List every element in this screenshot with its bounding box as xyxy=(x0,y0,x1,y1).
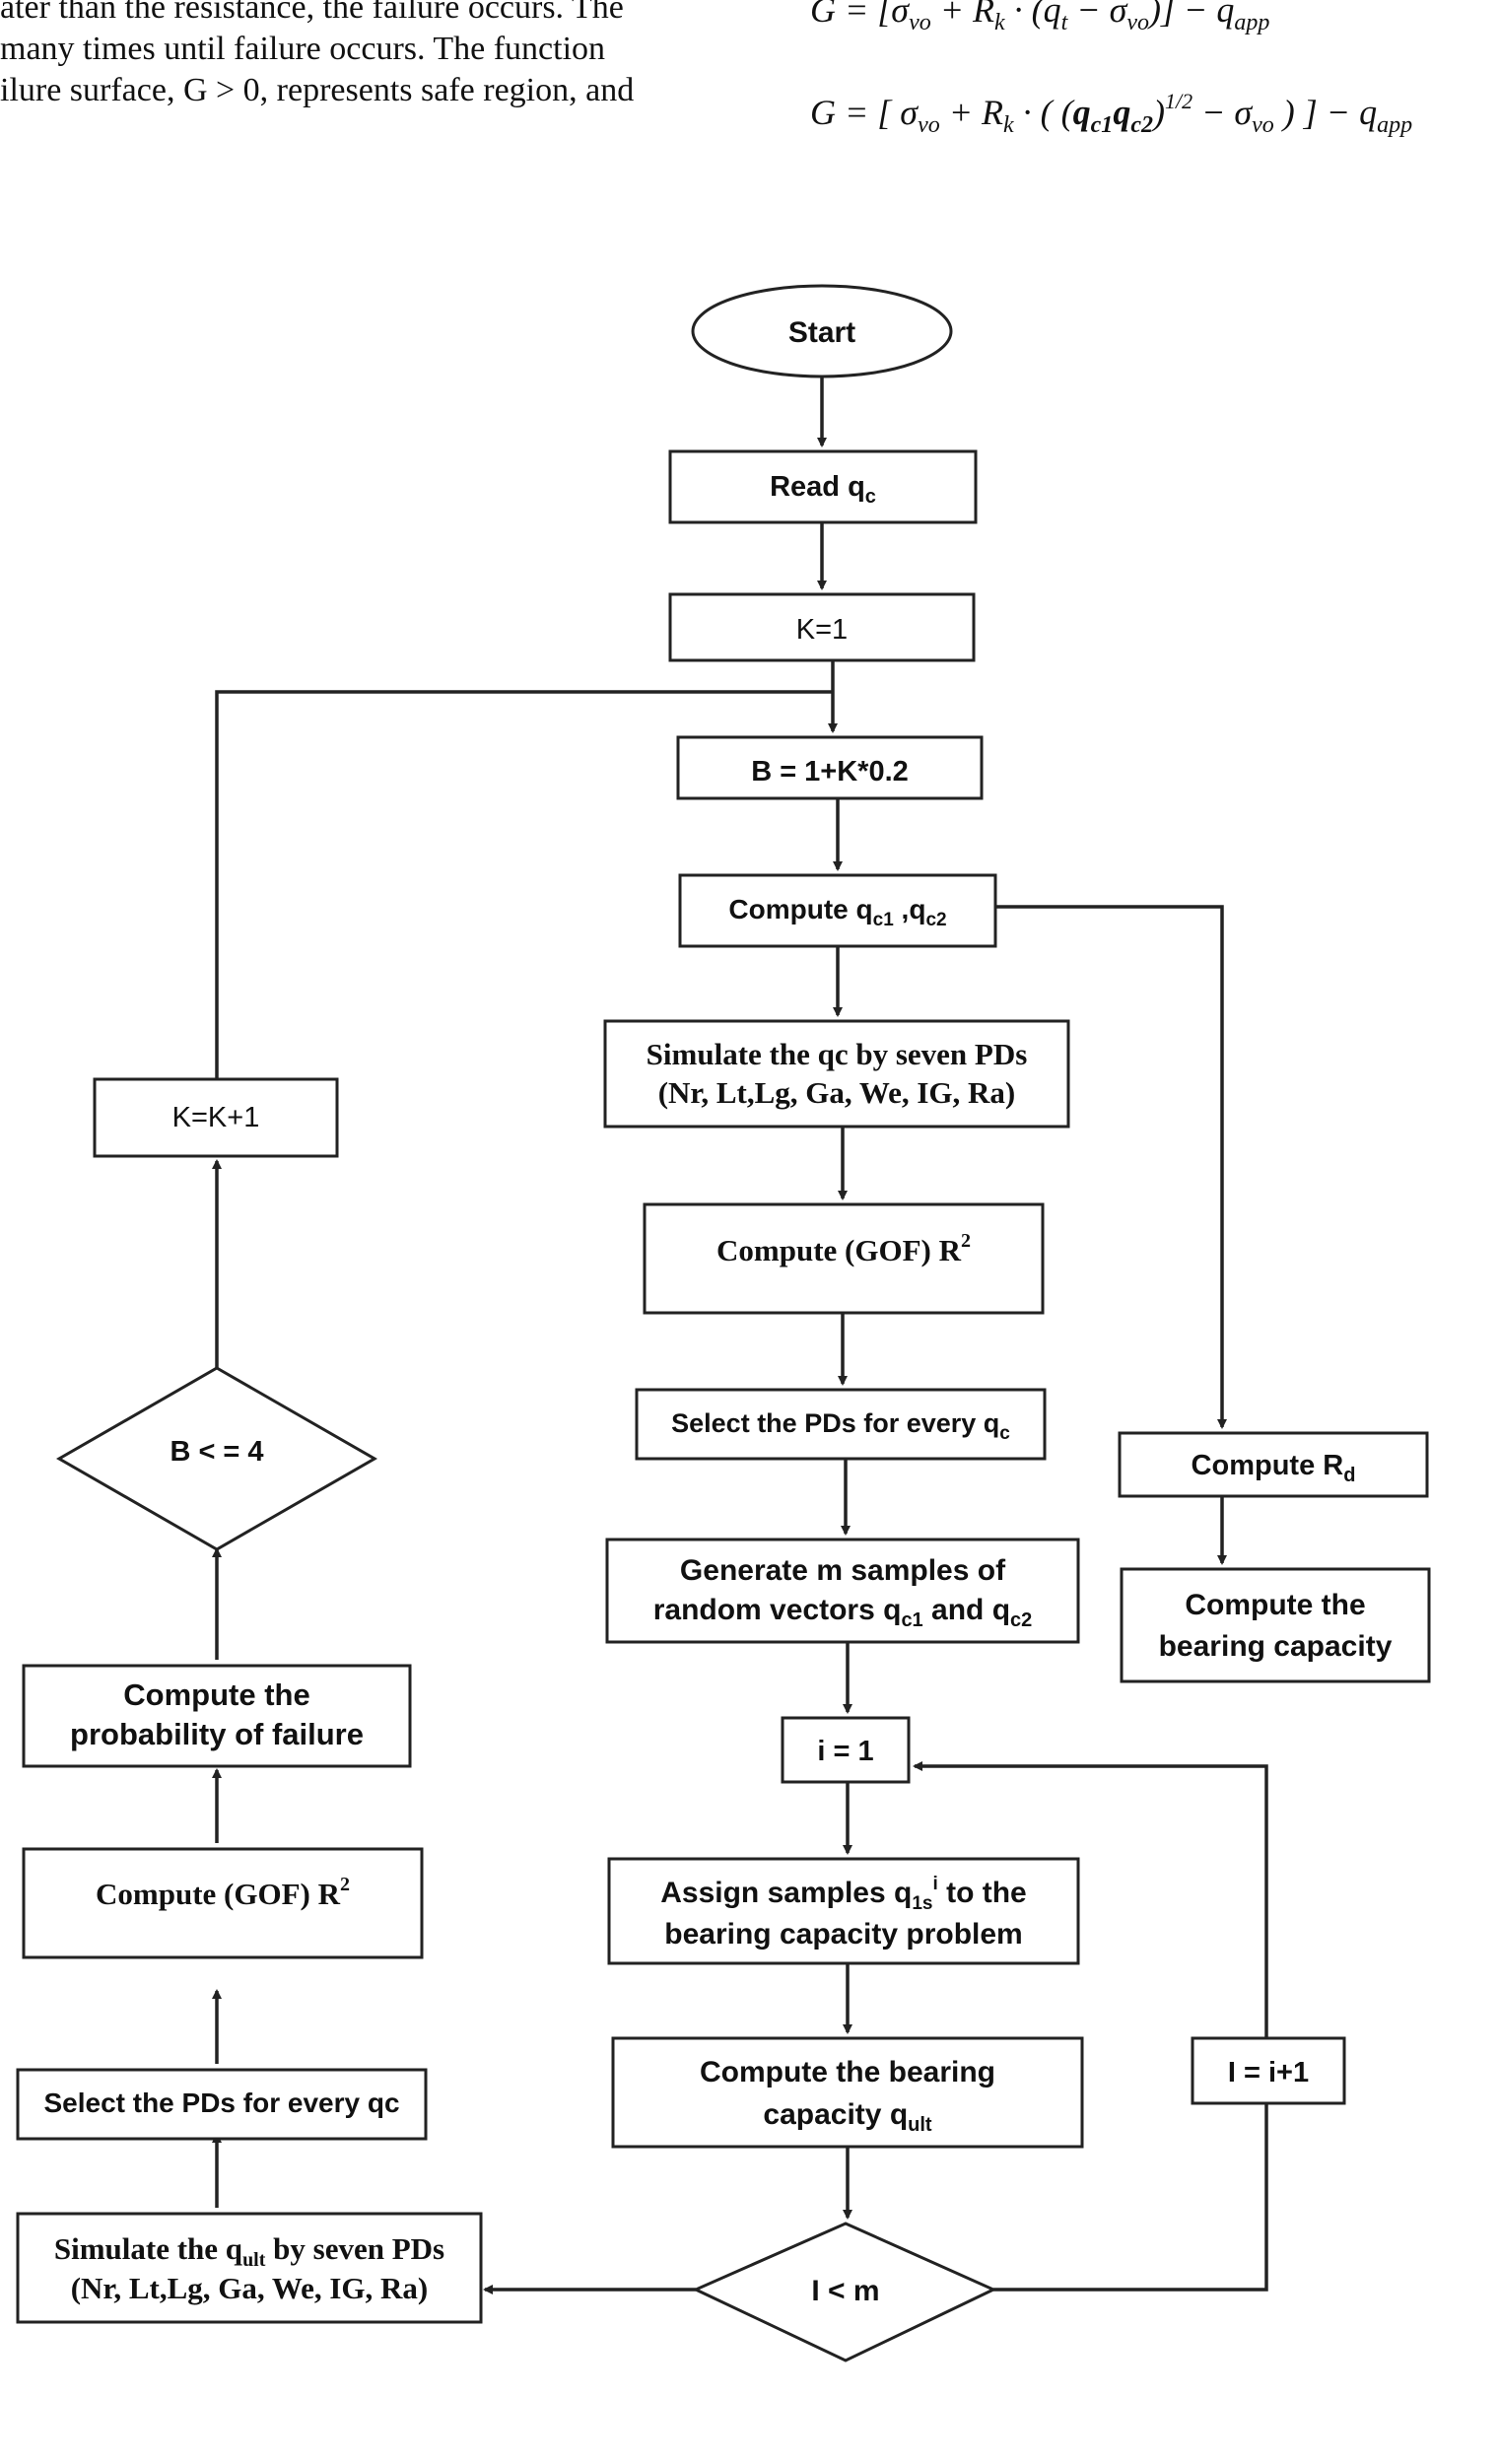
select-center-label: Select the PDs for every qc xyxy=(671,1408,1010,1444)
node-gof-center: Compute (GOF) R2 xyxy=(643,1202,1045,1315)
node-b-compute: B = 1+K*0.2 xyxy=(676,735,984,800)
start-ellipse xyxy=(691,284,953,378)
equation-1: G = [σvo + Rk · (qt − σvo)] − qapp xyxy=(810,0,1269,35)
node-prob-failure: Compute the probability of failure xyxy=(22,1664,412,1768)
node-k-init: K=1 xyxy=(668,592,976,662)
k-init-box xyxy=(668,592,976,662)
node-k-increment: K=K+1 xyxy=(93,1077,339,1158)
node-compute-qc: Compute qc1 ,qc2 xyxy=(678,873,997,948)
gof-left-box xyxy=(22,1847,424,1959)
simulate-qult-line-2: (Nr, Lt,Lg, Ga, We, IG, Ra) xyxy=(71,2271,429,2305)
select-left-label: Select the PDs for every qc xyxy=(43,2088,399,2118)
node-compute-capacity: Compute the bearing capacity xyxy=(1120,1567,1431,1683)
header-text-line-1: ater than the resistance, the failure oc… xyxy=(0,0,624,26)
k-init-label: K=1 xyxy=(796,614,848,646)
node-compute-rd: Compute Rd xyxy=(1118,1431,1429,1498)
gof-left-label: Compute (GOF) R2 xyxy=(96,1874,350,1911)
read-qc-box xyxy=(668,449,978,524)
node-select-left: Select the PDs for every qc xyxy=(16,2068,428,2141)
assign-line-2: bearing capacity problem xyxy=(664,1918,1022,1951)
loop-k-back-to-b xyxy=(215,690,833,1079)
node-i-init: i = 1 xyxy=(781,1716,911,1784)
assign-line-1: Assign samples q1si to the xyxy=(660,1874,1027,1914)
node-compute-bearing: Compute the bearing capacity qult xyxy=(611,2036,1084,2149)
header-text-line-2: many times until failure occurs. The fun… xyxy=(0,31,605,67)
k-increment-box xyxy=(93,1077,339,1158)
node-read-qc: Read qc xyxy=(668,449,978,524)
header-text-line-3: ilure surface, G > 0, represents safe re… xyxy=(0,72,634,108)
compute-bearing-box xyxy=(611,2036,1084,2149)
node-simulate-qc: Simulate the qc by seven PDs (Nr, Lt,Lg,… xyxy=(603,1019,1070,1129)
generate-line-1: Generate m samples of xyxy=(680,1554,1006,1587)
compute-bearing-line-1: Compute the bearing xyxy=(700,2056,995,2088)
prob-failure-line-1: Compute the xyxy=(123,1677,309,1712)
node-gof-left: Compute (GOF) R2 xyxy=(22,1847,424,1959)
compute-bearing-line-2: capacity qult xyxy=(763,2098,932,2136)
decision-b-label: B < = 4 xyxy=(170,1436,263,1468)
read-qc-label: Read qc xyxy=(770,471,876,508)
compute-qc-box xyxy=(678,873,997,948)
start-label: Start xyxy=(788,316,855,349)
generate-box xyxy=(605,1538,1080,1644)
i-increment-box xyxy=(1191,2036,1346,2105)
simulate-qult-line-1: Simulate the qult by seven PDs xyxy=(54,2231,444,2271)
loop-i-increment xyxy=(913,1761,1268,2292)
simulate-qc-line-1: Simulate the qc by seven PDs xyxy=(647,1037,1028,1071)
connectors xyxy=(212,376,1268,2294)
select-left-box xyxy=(16,2068,428,2141)
gof-center-label: Compute (GOF) R2 xyxy=(716,1230,971,1267)
i-init-label: i = 1 xyxy=(817,1736,873,1767)
paper-header: ater than the resistance, the failure oc… xyxy=(0,0,1412,138)
prob-failure-line-2: probability of failure xyxy=(70,1717,364,1751)
node-assign: Assign samples q1si to the bearing capac… xyxy=(607,1857,1080,1965)
node-decision-b: B < = 4 xyxy=(55,1366,378,1551)
simulate-qc-box xyxy=(603,1019,1070,1129)
compute-qc-label: Compute qc1 ,qc2 xyxy=(728,894,946,930)
assign-box xyxy=(607,1857,1080,1965)
node-simulate-qult: Simulate the qult by seven PDs (Nr, Lt,L… xyxy=(16,2212,483,2324)
prob-failure-box xyxy=(22,1664,412,1768)
b-compute-label: B = 1+K*0.2 xyxy=(751,756,909,787)
decision-i-diamond xyxy=(692,2222,997,2362)
node-decision-i: I < m xyxy=(692,2222,997,2362)
compute-capacity-box xyxy=(1120,1567,1431,1683)
node-generate: Generate m samples of random vectors qc1… xyxy=(605,1538,1080,1644)
node-start: Start xyxy=(691,284,953,378)
select-center-box xyxy=(635,1388,1047,1461)
node-select-center: Select the PDs for every qc xyxy=(635,1388,1047,1461)
decision-b-diamond xyxy=(55,1366,378,1551)
generate-line-2: random vectors qc1 and qc2 xyxy=(653,1594,1033,1631)
arrow-compute-qc-to-rd xyxy=(995,905,1227,1429)
i-increment-label: I = i+1 xyxy=(1228,2057,1309,2088)
k-increment-label: K=K+1 xyxy=(172,1102,260,1133)
i-init-box xyxy=(781,1716,911,1784)
simulate-qc-line-2: (Nr, Lt,Lg, Ga, We, IG, Ra) xyxy=(658,1075,1016,1110)
gof-center-box xyxy=(643,1202,1045,1315)
simulate-qult-box xyxy=(16,2212,483,2324)
decision-i-label: I < m xyxy=(811,2275,879,2307)
node-i-increment: I = i+1 xyxy=(1191,2036,1346,2105)
compute-capacity-line-1: Compute the xyxy=(1185,1589,1365,1621)
compute-rd-label: Compute Rd xyxy=(1192,1450,1356,1486)
compute-rd-box xyxy=(1118,1431,1429,1498)
compute-capacity-line-2: bearing capacity xyxy=(1159,1630,1393,1663)
b-compute-box xyxy=(676,735,984,800)
equation-2: G = [ σvo + Rk · ( (qc1qc2)1/2 − σvo ) ]… xyxy=(810,89,1412,138)
